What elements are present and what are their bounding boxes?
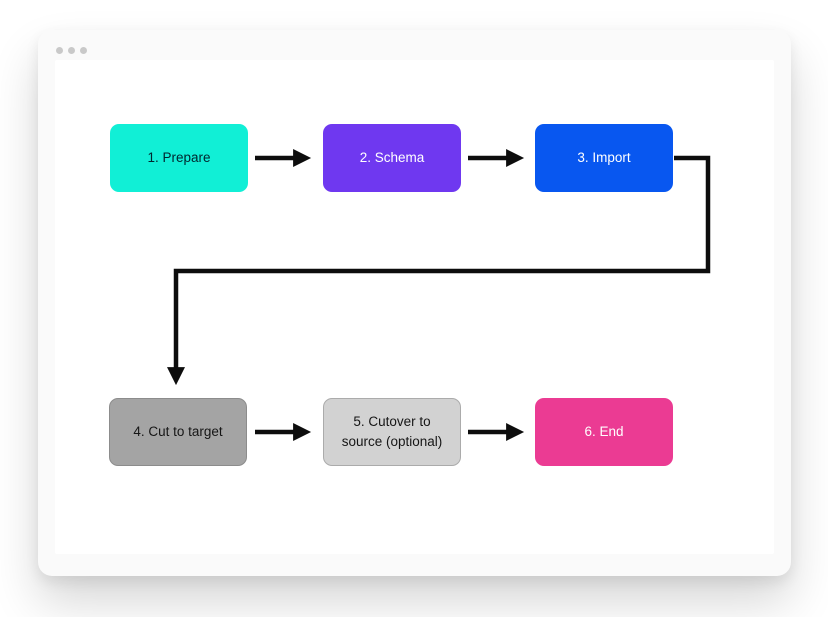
node-cutover-optional: 5. Cutover to source (optional) [323, 398, 461, 466]
node-schema: 2. Schema [323, 124, 461, 192]
window-control-dot-icon [56, 46, 63, 54]
node-end: 6. End [535, 398, 673, 466]
window-titlebar [56, 40, 87, 60]
window-control-dot-icon [80, 46, 87, 54]
node-prepare: 1. Prepare [110, 124, 248, 192]
node-import: 3. Import [535, 124, 673, 192]
flowchart-canvas: 1. Prepare 2. Schema 3. Import 4. Cut to… [55, 60, 774, 554]
node-cut-to-target: 4. Cut to target [109, 398, 247, 466]
browser-window: 1. Prepare 2. Schema 3. Import 4. Cut to… [38, 30, 791, 576]
window-control-dot-icon [68, 46, 75, 54]
